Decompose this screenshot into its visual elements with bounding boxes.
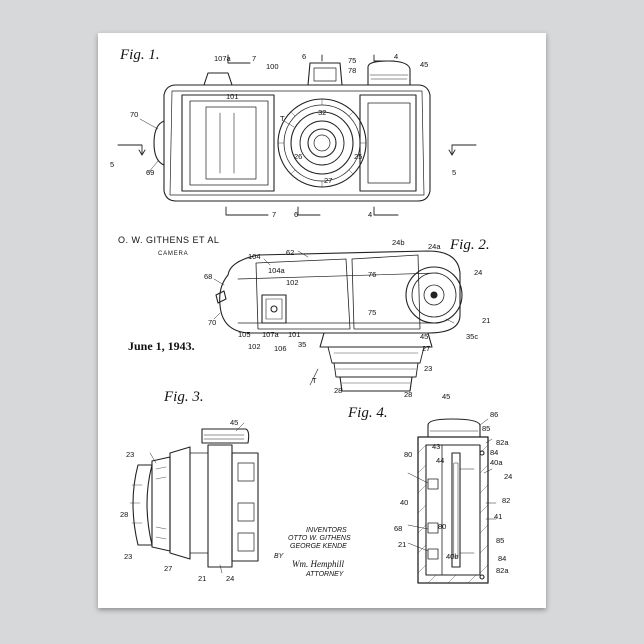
reference-numeral: 101 (226, 92, 239, 101)
reference-numeral: 104a (268, 266, 286, 275)
reference-numeral: 23 (424, 364, 432, 373)
reference-numeral: 43 (432, 442, 440, 451)
reference-numeral: 26 (294, 152, 302, 161)
reference-numeral: 5 (110, 160, 114, 169)
reference-numeral: 24 (504, 472, 512, 481)
figure-3-drawing (130, 423, 258, 573)
reference-numeral: 107a (262, 330, 280, 339)
reference-numeral: 40a (490, 458, 503, 467)
reference-numeral: 45 (420, 332, 428, 341)
reference-numeral: 104 (248, 252, 261, 261)
reference-numeral: 21 (398, 540, 406, 549)
reference-numeral: 28 (334, 386, 342, 395)
reference-numeral: 7 (252, 54, 256, 63)
reference-numeral: 35 (298, 340, 306, 349)
reference-numeral: 84 (498, 554, 506, 563)
inventor-1: OTTO W. GITHENS (288, 535, 351, 542)
reference-numeral: 45 (230, 418, 238, 427)
reference-numeral: 6 (294, 210, 298, 219)
reference-numeral: 25 (354, 152, 362, 161)
patent-drawing: 107a 7 100 6 75 78 4 45 101 70 T 32 5 69… (98, 33, 546, 608)
reference-numeral: 85 (482, 424, 490, 433)
reference-numeral: 24a (428, 242, 441, 251)
patent-date: June 1, 1943. (128, 339, 195, 354)
fig2-label: Fig. 2. (450, 237, 490, 254)
reference-numeral: 40 (400, 498, 408, 507)
reference-numeral: 28 (404, 390, 412, 399)
reference-numeral: 23 (124, 552, 132, 561)
inventors-heading: INVENTORS (306, 527, 347, 534)
reference-numeral: 82a (496, 438, 509, 447)
reference-numeral: 107a (214, 54, 232, 63)
reference-numeral: 86 (490, 410, 498, 419)
reference-numeral: 45 (420, 60, 428, 69)
inventor-header: O. W. GITHENS ET AL (118, 235, 219, 245)
reference-numeral: 24 (474, 268, 482, 277)
reference-numeral: 41 (494, 512, 502, 521)
reference-numeral: 102 (286, 278, 299, 287)
reference-numeral: 85 (496, 536, 504, 545)
attorney-label: ATTORNEY (306, 571, 343, 578)
reference-numeral: 23 (126, 450, 134, 459)
reference-numeral: 62 (286, 248, 294, 257)
reference-numeral: 76 (368, 270, 376, 279)
patent-subject: CAMERA (158, 251, 188, 257)
reference-numeral: 45 (442, 392, 450, 401)
by-label: BY (274, 553, 283, 560)
reference-numeral: T (280, 114, 285, 123)
reference-numeral: 84 (490, 448, 498, 457)
reference-numeral: 69 (146, 168, 154, 177)
fig4-label: Fig. 4. (348, 405, 388, 422)
reference-numeral: T (312, 376, 317, 385)
attorney-signature: Wm. Hemphill (292, 559, 344, 569)
reference-numeral: 27 (164, 564, 172, 573)
reference-numeral: 70 (130, 110, 138, 119)
reference-numeral: 80 (404, 450, 412, 459)
reference-numeral: 101 (288, 330, 301, 339)
figure-1-drawing (118, 55, 476, 215)
reference-numeral: 21 (198, 574, 206, 583)
reference-numeral: 105 (238, 330, 251, 339)
inventor-2: GEORGE KENDE (290, 543, 347, 550)
reference-numeral: 24 (226, 574, 234, 583)
patent-poster: 107a 7 100 6 75 78 4 45 101 70 T 32 5 69… (98, 33, 546, 608)
reference-numeral: 27 (324, 176, 332, 185)
reference-numeral: 24b (392, 238, 405, 247)
reference-numeral: 27 (422, 344, 430, 353)
fig3-label: Fig. 3. (164, 389, 204, 406)
reference-numeral: 32 (318, 108, 326, 117)
reference-numeral: 68 (394, 524, 402, 533)
reference-numeral: 68 (204, 272, 212, 281)
reference-numeral: 106 (274, 344, 287, 353)
reference-numeral: 100 (266, 62, 279, 71)
reference-numeral: 75 (348, 56, 356, 65)
reference-numeral: 35c (466, 332, 478, 341)
reference-numeral: 78 (348, 66, 356, 75)
reference-numeral: 75 (368, 308, 376, 317)
reference-numeral: 7 (272, 210, 276, 219)
reference-numeral: 6 (302, 52, 306, 61)
reference-numeral: 4 (394, 52, 398, 61)
reference-numeral: 82a (496, 566, 509, 575)
reference-numeral: 102 (248, 342, 261, 351)
reference-numeral: 80 (438, 522, 446, 531)
reference-numeral: 28 (120, 510, 128, 519)
reference-numeral: 5 (452, 168, 456, 177)
reference-numeral: 4 (368, 210, 372, 219)
fig1-label: Fig. 1. (120, 47, 160, 64)
reference-numeral: 82 (502, 496, 510, 505)
reference-numeral: 40b (446, 552, 459, 561)
reference-numeral: 70 (208, 318, 216, 327)
reference-numeral: 21 (482, 316, 490, 325)
reference-numeral: 44 (436, 456, 444, 465)
